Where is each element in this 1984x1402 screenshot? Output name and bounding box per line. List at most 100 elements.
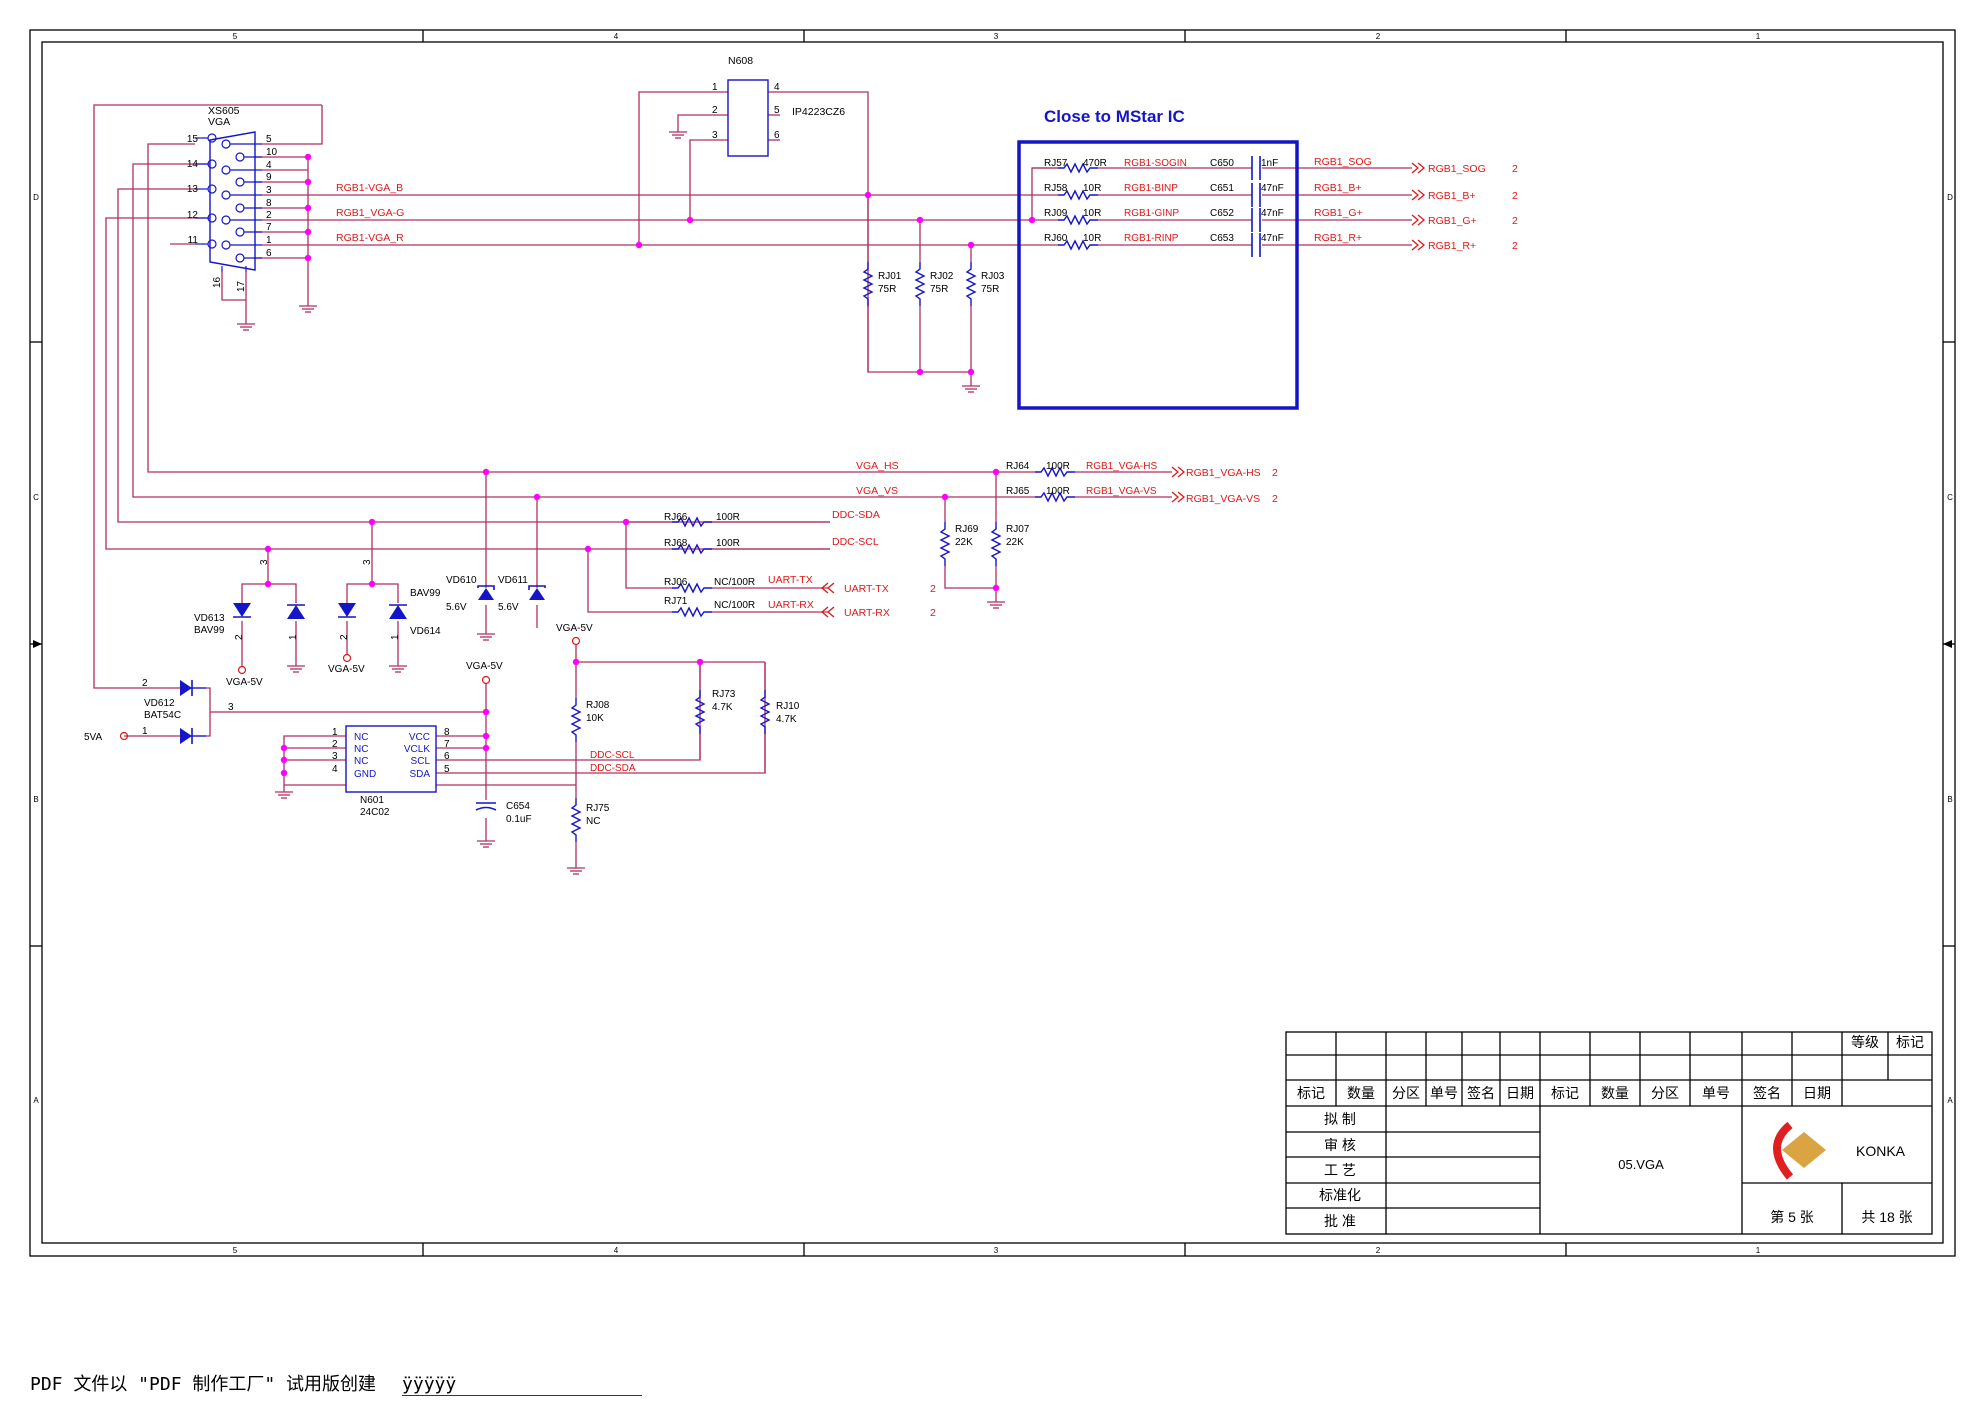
rgb-row-0: RJ57 470R RGB1-SOGIN C650 1nF RGB1_SOG R… [1044,156,1518,180]
termination-resistors: RJ01 75R RJ02 75R RJ03 75R [863,261,1005,307]
vd613-pin3: 3 [259,559,270,565]
pdf-footer-trial: ÿÿÿÿÿ [402,1374,643,1396]
rj09-ref: RJ09 [1044,208,1068,219]
net-rgb1-vs: RGB1_VGA-VS [1086,486,1157,497]
zone-left-b: B [33,795,38,804]
rj66-val: 100R [716,512,740,523]
n608-pin-1: 1 [712,82,718,93]
rj57-ref: RJ57 [1044,158,1068,169]
eeprom-num-1: 1 [332,727,338,738]
pin-4: 4 [266,160,272,171]
tb-h11: 日期 [1803,1085,1831,1101]
rj73-ref: RJ73 [712,689,736,700]
port-rgb1-b: RGB1_B+ [1428,190,1476,202]
rj58-val: 10R [1083,183,1101,194]
bat54c-pin1: 1 [142,726,148,737]
c650-ref: C650 [1210,158,1234,169]
net-rgb1-hs: RGB1_VGA-HS [1086,461,1157,472]
rj06-ref: RJ06 [664,577,688,588]
rj02-ref: RJ02 [930,271,954,282]
eeprom-num-5: 5 [444,764,450,775]
tb-role-approved: 批 准 [1324,1213,1356,1229]
n608-ref: N608 [728,55,753,67]
eeprom-num-3: 3 [332,751,338,762]
rj69-ref: RJ69 [955,524,979,535]
zone-right-b: B [1947,795,1952,804]
eeprom-pin-vcc: VCC [409,732,430,743]
eeprom-pin-vclk: VCLK [404,744,430,755]
port-r-sheet: 2 [1512,240,1518,252]
pin-15: 15 [187,134,199,145]
eeprom-part: 24C02 [360,807,390,818]
c651-val: 47nF [1261,183,1284,194]
rj69-val: 22K [955,537,973,548]
port-vs-sheet: 2 [1272,493,1278,505]
port-rgb1-vs: RGB1_VGA-VS [1186,493,1260,505]
pin-17: 17 [236,280,247,292]
connector-type: VGA [208,116,230,128]
net-rgb1-g: RGB1_G+ [1314,207,1363,219]
n608-esd-array: N608 IP4223CZ6 1 2 3 4 5 6 [712,55,845,157]
net-rgb1-b: RGB1_B+ [1314,182,1362,194]
net-vga-b: RGB1-VGA_B [336,182,403,194]
net-ddc-sda: DDC-SDA [832,509,880,521]
eeprom-num-2: 2 [332,739,338,750]
vd613-pin2: 2 [234,634,245,640]
rj09-val: 10R [1083,208,1101,219]
tb-sheet-name: 05.VGA [1618,1157,1664,1172]
zone-bottom-1: 1 [1756,1246,1761,1255]
rj73-val: 4.7K [712,702,733,713]
center-arrow-left [33,640,42,648]
rj65-ref: RJ65 [1006,486,1030,497]
port-sog-sheet: 2 [1512,163,1518,175]
pin-10: 10 [266,147,278,158]
rj08-val: 10K [586,713,604,724]
net-binp: RGB1-BINP [1124,183,1178,194]
tb-role-drafted: 拟 制 [1324,1111,1356,1127]
n608-pin-6: 6 [774,130,780,141]
n608-pin-3: 3 [712,130,718,141]
tb-sheet-no: 第 5 张 [1770,1209,1814,1225]
net-vga-vs: VGA_VS [856,485,898,497]
tb-role-process: 工 艺 [1324,1162,1356,1178]
net-rinp: RGB1-RINP [1124,233,1179,244]
net-uart-tx: UART-TX [768,574,813,586]
c651-ref: C651 [1210,183,1234,194]
net-rgb1-r: RGB1_R+ [1314,232,1362,244]
net-vga-g: RGB1_VGA-G [336,207,404,219]
drawing-frame [29,29,1956,1257]
vd614-pin1: 1 [390,634,401,640]
bat54c-pin2: 2 [142,678,148,689]
vd614-pin3: 3 [362,559,373,565]
c654-ref: C654 [506,801,530,812]
tb-grade: 等级 [1851,1034,1879,1050]
n608-part: IP4223CZ6 [792,106,845,118]
eeprom-n601: NC NC NC GND VCC VCLK SCL SDA 1 2 3 4 8 … [332,689,800,843]
rj01-val: 75R [878,284,896,295]
zone-bottom-5: 5 [233,1246,238,1255]
connector-ref: XS605 [208,105,240,117]
bat54c-diode: VD612 BAT54C 2 1 3 5VA VGA-5V VGA-5V [84,623,593,744]
eeprom-pin-nc2: NC [354,744,368,755]
rj07-ref: RJ07 [1006,524,1030,535]
net-ginp: RGB1-GINP [1124,208,1179,219]
n608-pin-2: 2 [712,105,718,116]
rj06-val: NC/100R [714,577,755,588]
net-vga-hs: VGA_HS [856,460,899,472]
port-rgb1-r: RGB1_R+ [1428,240,1476,252]
rj66-ref: RJ66 [664,512,688,523]
port-rgb1-hs: RGB1_VGA-HS [1186,467,1261,479]
vd614-ref: VD614 [410,626,441,637]
bav99-a: BAV99 [194,625,225,636]
eeprom-pin-sda: SDA [409,769,430,780]
zone-top-2: 2 [1376,32,1381,41]
eeprom-pin-gnd: GND [354,769,376,780]
c652-ref: C652 [1210,208,1234,219]
tb-role-standard: 标准化 [1319,1187,1361,1203]
zone-top-5: 5 [233,32,238,41]
tb-h1: 数量 [1347,1085,1375,1101]
zone-top-3: 3 [994,32,999,41]
zone-top-4: 4 [614,32,619,41]
vd610-ref: VD610 [446,575,477,586]
rj02-val: 75R [930,284,948,295]
